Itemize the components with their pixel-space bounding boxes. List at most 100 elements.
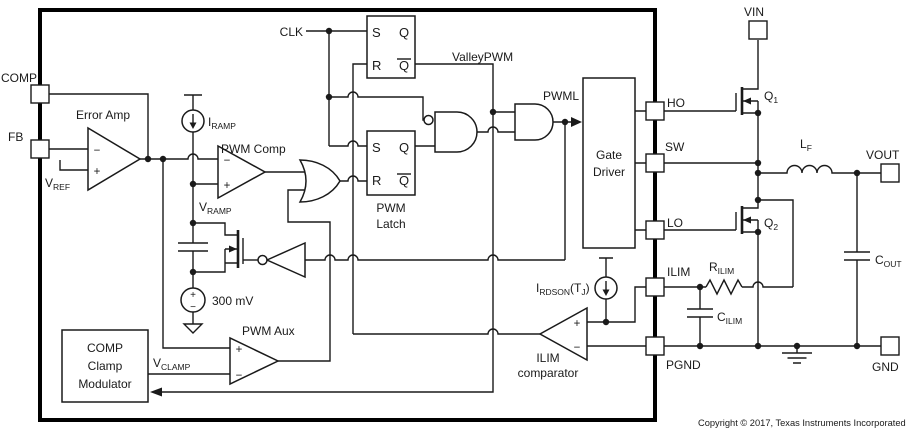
vref-label: VREF <box>45 176 70 192</box>
wire-irdson <box>599 257 613 322</box>
labels: CLK COMP FB Error Amp VREF IRAMP PWM Com… <box>1 5 906 428</box>
wire-valley-reset <box>352 63 367 334</box>
wire-clk-s2 <box>329 140 367 147</box>
and-gate-1 <box>434 111 478 153</box>
pwm-latch-r: R <box>372 173 381 188</box>
pin-ilim <box>645 277 665 297</box>
pwm-latch-s: S <box>372 140 381 155</box>
wire-comp <box>49 93 149 159</box>
valley-latch-s: S <box>372 25 381 40</box>
wire-q1 <box>742 40 759 209</box>
capacitor-cout <box>844 173 870 346</box>
inverter-triangle <box>265 241 306 279</box>
inverter-bubble <box>257 254 268 266</box>
fb-pin-label: FB <box>8 130 23 144</box>
gate-driver-label-2: Driver <box>593 165 625 179</box>
wire-valleypwm-feedback <box>162 112 494 393</box>
pwml-arrowhead <box>571 117 582 127</box>
pad-vout <box>880 163 900 183</box>
gate-driver-box <box>582 77 636 249</box>
pwm-aux-triangle <box>229 336 280 386</box>
error-amp-triangle <box>87 126 142 192</box>
ilimc-plus: + <box>574 318 581 330</box>
q1-arrow <box>743 97 751 105</box>
pwm-aux-label: PWM Aux <box>242 324 295 338</box>
ho-pin-label: HO <box>667 96 685 110</box>
wire-vref <box>59 160 88 171</box>
components <box>61 15 751 403</box>
lf-label: LF <box>800 137 812 153</box>
error-amp-label: Error Amp <box>76 108 130 122</box>
modulator-label-2: Clamp <box>88 359 123 373</box>
copyright-notice: Copyright © 2017, Texas Instruments Inco… <box>698 418 906 428</box>
and1-bubble <box>423 114 434 126</box>
pad-gnd <box>880 336 900 356</box>
gate-driver-label-1: Gate <box>596 148 622 162</box>
ilim-comp-triangle <box>538 306 588 362</box>
iramp-label: IRAMP <box>208 115 236 131</box>
lo-pin-label: LO <box>667 216 683 230</box>
modulator-label-1: COMP <box>87 341 123 355</box>
pin-lo <box>645 220 665 240</box>
ea-minus: − <box>94 145 101 157</box>
cout-label: COUT <box>875 253 902 269</box>
q2-arrow <box>743 216 751 224</box>
pgnd-pin-label: PGND <box>666 358 701 372</box>
ilim-comp-label-1: ILIM <box>536 351 559 365</box>
iramp-arrow <box>189 122 197 129</box>
ground-symbol <box>782 346 812 364</box>
wire-pin-ext <box>664 110 758 231</box>
pwm-latch-qbar: Q <box>399 173 409 188</box>
comp-pin-label: COMP <box>1 71 37 85</box>
vramp-label: VRAMP <box>199 200 232 216</box>
pad-vin <box>748 20 768 40</box>
wire-ea-out <box>140 153 218 160</box>
ea-plus: + <box>94 166 101 178</box>
aux-plus: + <box>236 344 243 356</box>
clk-label: CLK <box>280 25 303 39</box>
wire-clk <box>306 30 367 146</box>
q2-label: Q2 <box>764 216 778 232</box>
v300-plus: + <box>190 290 196 301</box>
pin-pgnd <box>645 336 665 356</box>
pwm-latch-q: Q <box>399 140 409 155</box>
pc-plus: + <box>224 180 231 192</box>
capacitor-cilim <box>687 287 713 346</box>
and-gate-2 <box>514 103 554 141</box>
sw-pin-label: SW <box>665 140 685 154</box>
cilim-label: CILIM <box>717 310 742 326</box>
wires <box>49 30 881 393</box>
gnd-label: GND <box>872 360 899 374</box>
or-gate <box>298 159 341 203</box>
wire-iramp <box>184 94 218 223</box>
pwm-latch-box <box>366 130 416 196</box>
rilim-label: RILIM <box>709 260 734 276</box>
v300-source <box>180 287 206 313</box>
modulator-arrowhead <box>150 387 162 397</box>
valley-latch-box <box>366 15 416 79</box>
irdson-arrow <box>602 289 610 296</box>
wire-comp-riser <box>162 159 230 349</box>
valley-latch-qbar: Q <box>399 58 409 73</box>
valley-latch-r: R <box>372 58 381 73</box>
ramp-capacitor <box>178 223 208 272</box>
ramp-fet-arrow <box>229 245 237 253</box>
ground-arrow <box>182 323 204 334</box>
pin-pads <box>30 20 900 356</box>
wire-rilim-loop <box>758 199 794 287</box>
pwm-comp-label: PWM Comp <box>221 142 286 156</box>
vout-label: VOUT <box>866 148 900 162</box>
chip-outline <box>38 8 657 422</box>
pin-comp <box>30 84 50 104</box>
pin-fb <box>30 139 50 159</box>
junction-dots <box>144 27 861 350</box>
resistor-rilim <box>664 278 793 296</box>
v300-minus: − <box>190 302 196 313</box>
pin-ho <box>645 101 665 121</box>
ilim-comp-label-2: comparator <box>518 366 579 380</box>
pwm-comp-triangle <box>217 144 267 200</box>
wire-valleypwm <box>415 63 515 113</box>
q1-label: Q1 <box>764 89 778 105</box>
pwm-latch-label-2: Latch <box>376 217 405 231</box>
